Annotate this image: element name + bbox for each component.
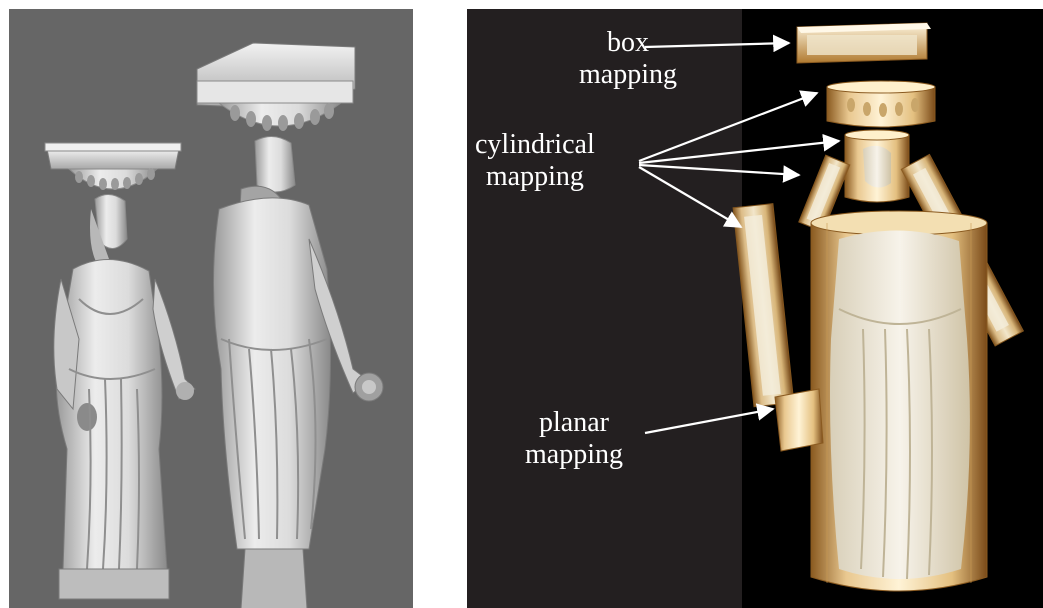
planar-mapping-label: planar mapping	[525, 407, 623, 471]
box-mapping-label: box mapping	[579, 27, 677, 91]
statue-renders-image	[9, 9, 413, 608]
box-mapping-label-line2: mapping	[579, 59, 677, 91]
mapping-diagram-image	[467, 9, 1043, 608]
cylindrical-mapping-label-line1: cylindrical	[475, 129, 595, 161]
cylindrical-mapping-label-line2: mapping	[475, 161, 595, 193]
body-cylinder-proxy	[811, 211, 987, 591]
planar-mapping-label-line2: mapping	[525, 439, 623, 471]
head-cylinder-proxy	[845, 130, 909, 202]
planar-slab-proxy	[775, 389, 823, 451]
cylindrical-mapping-label: cylindrical mapping	[475, 129, 595, 193]
planar-mapping-label-line1: planar	[525, 407, 623, 439]
mapping-diagram-panel: box mapping cylindrical mapping planar m…	[467, 9, 1043, 608]
box-mapping-label-line1: box	[579, 27, 677, 59]
box-mapping-proxy	[797, 23, 931, 63]
statue-renders-panel	[9, 9, 413, 608]
capital-cylinder-proxy	[827, 81, 935, 127]
